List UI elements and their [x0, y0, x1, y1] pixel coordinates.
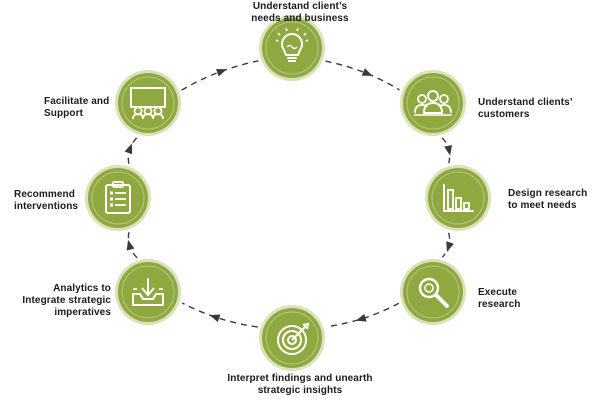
- label-line: imperatives: [54, 307, 111, 318]
- arrowhead-icon: [444, 144, 453, 156]
- node-inner-ring: [406, 76, 460, 130]
- label-line: Recommend: [14, 189, 75, 200]
- people-group-icon: [414, 90, 452, 116]
- node-inner-ring: [406, 265, 460, 319]
- node-inner-ring: [91, 171, 145, 225]
- label-line: to meet needs: [508, 200, 577, 211]
- step-label-execute-research: Execute research: [478, 287, 578, 311]
- label-line: interventions: [14, 201, 79, 212]
- node-inner-ring: [265, 21, 319, 75]
- step-label-facilitate: Facilitate and Support: [44, 96, 116, 120]
- arrowhead-icon: [124, 143, 133, 155]
- step-node-design-research: [425, 165, 491, 231]
- step-node-understand-customers: [400, 70, 466, 136]
- label-line: Design research: [508, 188, 588, 199]
- label-line: needs and business: [251, 13, 349, 24]
- arrowhead-icon: [355, 313, 367, 322]
- bar-chart-icon: [443, 184, 474, 212]
- arrowhead-icon: [216, 68, 227, 77]
- label-line: Facilitate and: [44, 96, 110, 107]
- presentation-icon: [130, 87, 166, 120]
- arrowhead-icon: [361, 68, 373, 76]
- step-label-design-research: Design research to meet needs: [508, 188, 598, 212]
- connector-arrow: [326, 302, 400, 328]
- step-label-interpret-findings: Interpret findings and unearth strategic…: [190, 373, 410, 397]
- label-line: Support: [44, 108, 84, 119]
- arrowhead-icon: [446, 241, 454, 252]
- node-inner-ring: [121, 76, 175, 130]
- step-node-recommend: [85, 165, 151, 231]
- label-line: Understand client’s: [252, 1, 348, 12]
- label-line: strategic insights: [257, 385, 343, 396]
- step-node-understand-client: [259, 15, 325, 81]
- step-label-understand-client: Understand client’s needs and business: [210, 1, 390, 25]
- node-inner-ring: [265, 311, 319, 365]
- node-circle: [262, 308, 322, 368]
- label-line: Understand clients’: [478, 97, 573, 108]
- step-node-analytics: [115, 259, 181, 325]
- label-line: Analytics to: [53, 283, 111, 294]
- label-line: Interpret findings and unearth: [227, 373, 373, 384]
- magnifier-icon: [418, 277, 449, 308]
- arrowhead-icon: [209, 314, 221, 323]
- step-label-recommend: Recommend interventions: [14, 189, 94, 213]
- clipboard-icon: [105, 181, 131, 214]
- step-node-facilitate: [115, 70, 181, 136]
- step-label-analytics: Analytics to Integrate strategic imperat…: [0, 283, 111, 319]
- node-circle: [403, 262, 463, 322]
- connector-arrow: [181, 60, 259, 91]
- inbox-download-icon: [132, 278, 164, 306]
- step-node-execute-research: [400, 259, 466, 325]
- target-icon: [277, 322, 310, 355]
- step-node-interpret-findings: [259, 305, 325, 371]
- step-label-understand-customers: Understand clients’ customers: [478, 97, 598, 121]
- arrowhead-icon: [126, 239, 135, 251]
- node-inner-ring: [121, 265, 175, 319]
- label-line: customers: [478, 109, 530, 120]
- node-inner-ring: [431, 171, 485, 225]
- label-line: research: [478, 299, 521, 310]
- label-line: Integrate strategic: [22, 295, 111, 306]
- node-circle: [118, 73, 178, 133]
- label-line: Execute: [478, 287, 518, 298]
- node-circle: [88, 168, 148, 228]
- lightbulb-icon: [275, 27, 309, 62]
